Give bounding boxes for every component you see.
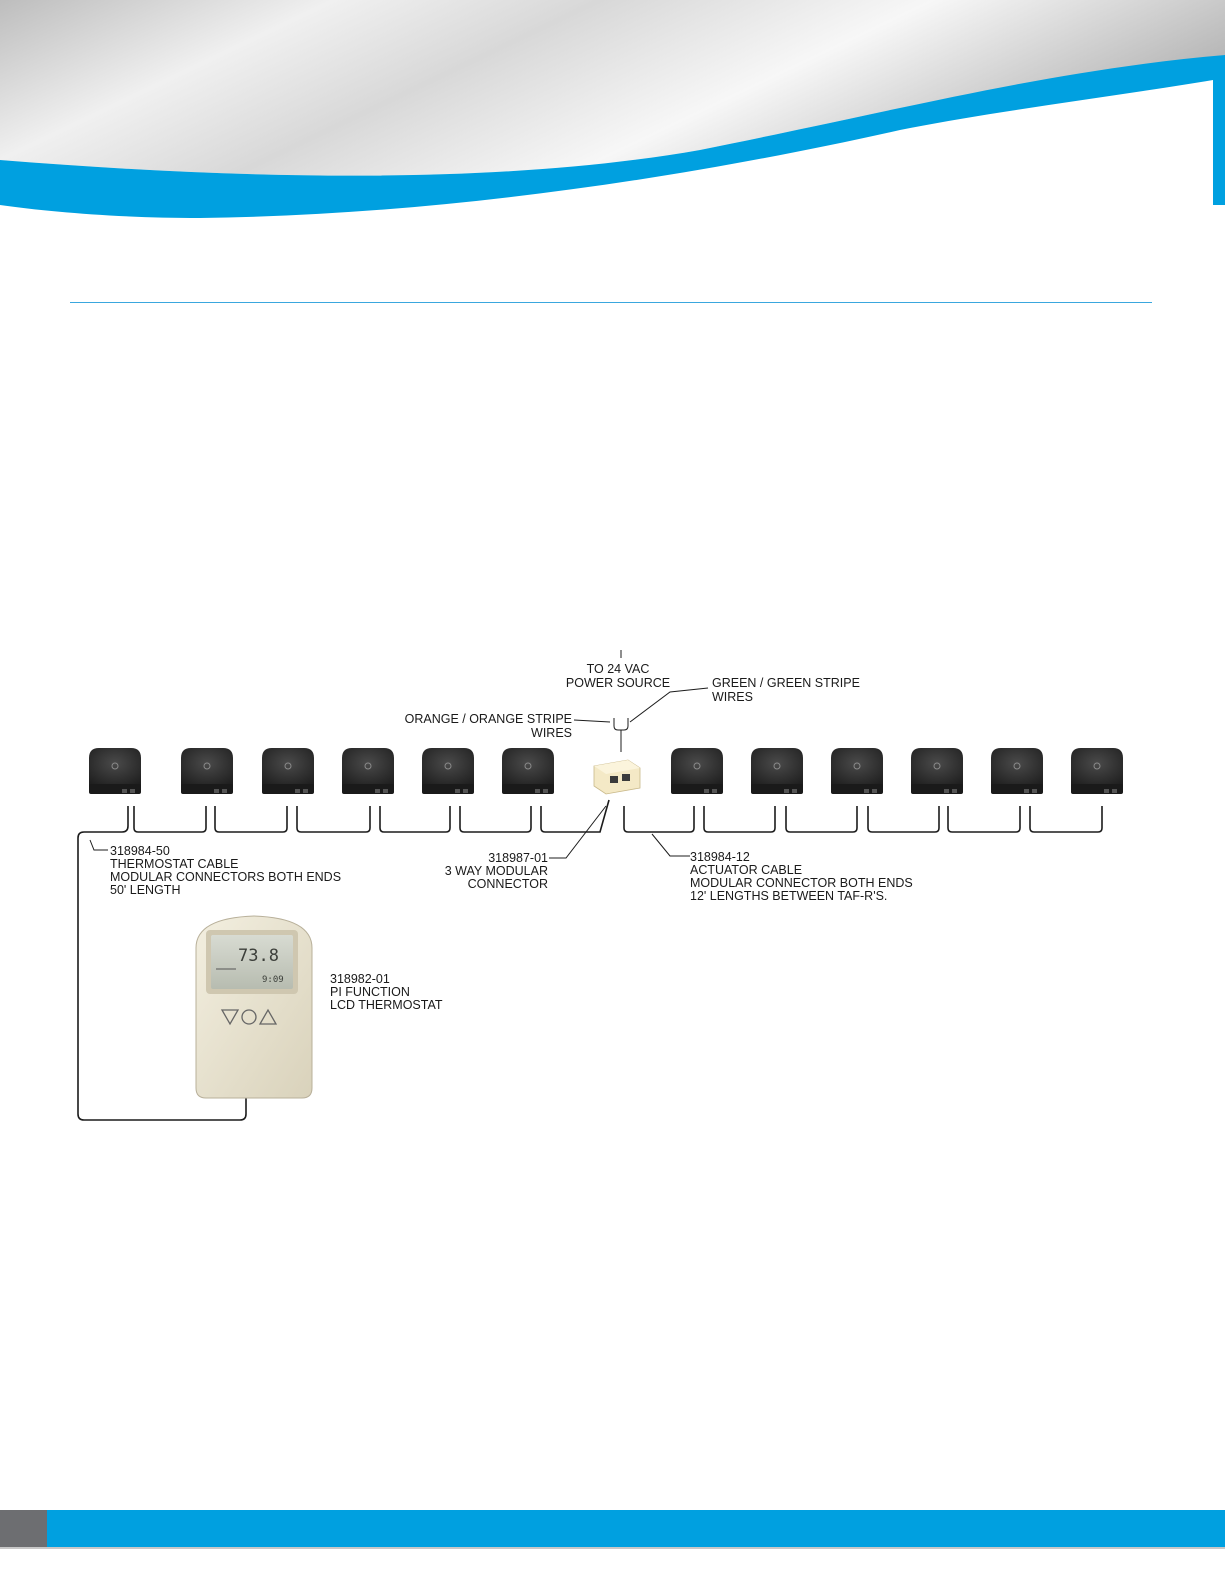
power-source-label-2: POWER SOURCE [566,676,670,690]
banner-blue-edge [1213,76,1225,205]
up-arrow-icon [258,1008,278,1025]
power-wires [573,650,709,752]
actuator-device-icon [261,747,315,795]
green-wires-label-2: WIRES [712,690,753,704]
thermostat-display-main: 73.8 [238,946,279,966]
modular-connector-icon [593,759,641,795]
green-wires-label: GREEN / GREEN STRIPE [712,676,860,690]
thermostat-cable-line3: 50' LENGTH [110,883,180,897]
actuator-device-icon [670,747,724,795]
actuator-device-icon [421,747,475,795]
thermostat-cable-line1: THERMOSTAT CABLE [110,857,239,871]
actuator-device-icon [910,747,964,795]
header-rule [70,302,1152,303]
down-arrow-icon [220,1009,240,1026]
thermostat-part: 318982-01 [330,972,390,986]
mode-button-icon [241,1009,257,1025]
actuator-device-icon [180,747,234,795]
thermostat-device-icon: 73.8 9:09 [195,915,313,1099]
thermostat-cable-line2: MODULAR CONNECTORS BOTH ENDS [110,870,341,884]
orange-wires-label-2: WIRES [531,726,572,740]
actuator-device-icon [750,747,804,795]
power-source-label: TO 24 VAC [587,662,650,676]
banner-metal [0,0,1225,176]
footer-rule [0,1547,1225,1549]
actuator-cable-line1: ACTUATOR CABLE [690,863,802,877]
modular-connector-line1: 3 WAY MODULAR [445,864,548,878]
actuator-cable-part: 318984-12 [690,850,750,864]
thermostat-line1: PI FUNCTION [330,985,410,999]
thermostat-line2: LCD THERMOSTAT [330,998,443,1012]
actuator-cable-line3: 12' LENGTHS BETWEEN TAF-R'S. [690,889,887,903]
orange-wires-label: ORANGE / ORANGE STRIPE [405,712,572,726]
leader-lines [89,805,690,859]
thermostat-cable [77,806,247,1121]
actuator-device-icon [1070,747,1124,795]
banner-blue-wave [0,55,1225,218]
modular-connector-line2: CONNECTOR [468,877,548,891]
actuator-device-icon [88,747,142,795]
actuator-device-icon [501,747,555,795]
thermostat-display-sub: 9:09 [262,975,284,985]
actuator-device-icon [830,747,884,795]
modular-connector-part: 318987-01 [488,851,548,865]
actuator-device-icon [990,747,1044,795]
footer-bar [0,1510,1225,1548]
thermostat-cable-part: 318984-50 [110,844,170,858]
actuator-device-icon [341,747,395,795]
footer-page-tab [0,1510,47,1548]
header-banner [0,0,1225,225]
actuator-cable-chain [133,799,1103,833]
actuator-cable-line2: MODULAR CONNECTOR BOTH ENDS [690,876,913,890]
